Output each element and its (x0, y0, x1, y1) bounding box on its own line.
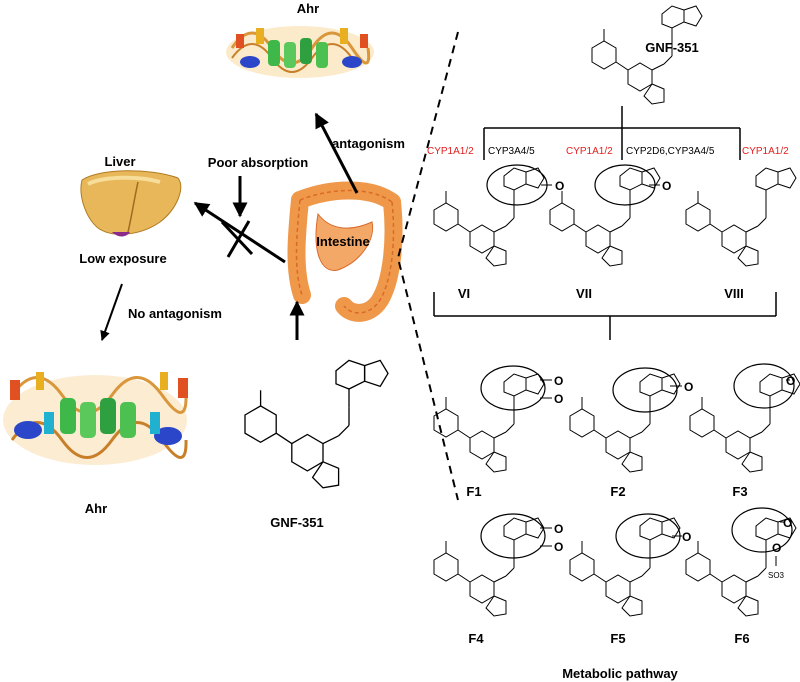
ahr-protein-bottom-image (3, 372, 188, 465)
metabolite-vi-o-atom: O (555, 179, 564, 193)
metabolite-f6-oxidation-circle (731, 507, 793, 553)
metabolite-f2-label: F2 (610, 484, 625, 499)
divider-dashed-line (396, 31, 459, 501)
metabolite-f3-structure (689, 373, 800, 473)
intestine-label: Intestine (316, 234, 369, 249)
metabolite-f1-oxidation-circle (480, 365, 546, 411)
metabolic-pathway-caption: Metabolic pathway (562, 666, 678, 681)
metabolite-vi-structure (433, 167, 545, 267)
metabolite-f5-label: F5 (610, 631, 625, 646)
low-exposure-label: Low exposure (79, 251, 166, 266)
poor-absorption-label: Poor absorption (208, 155, 308, 170)
block-cross-line-2 (226, 220, 251, 258)
enzyme-label-2: CYP3A4/5 (488, 146, 535, 157)
metabolite-f6-so3-group: SO3 (768, 571, 785, 580)
metabolite-f4-label: F4 (468, 631, 484, 646)
metabolite-vi-label: VI (458, 286, 470, 301)
ahr-bottom-label: Ahr (85, 501, 107, 516)
metabolite-f6-o-atom-2: O (772, 541, 781, 555)
gnf351-left-label: GNF-351 (270, 515, 323, 530)
metabolite-f6-o-atom-1: O (783, 516, 792, 530)
metabolite-f3-o-atom: O (786, 374, 795, 388)
enzyme-label-5: CYP1A1/2 (742, 146, 789, 157)
enzyme-label-4: CYP2D6,CYP3A4/5 (626, 146, 715, 157)
metabolite-viii-label: VIII (724, 286, 744, 301)
block-cross-line-1 (220, 220, 254, 256)
enzyme-label-1: CYP1A1/2 (427, 146, 474, 157)
gnf351-right-structure (591, 5, 703, 105)
gnf351-left-structure (244, 359, 389, 489)
metabolite-vii-label: VII (576, 286, 592, 301)
liver-label: Liver (104, 154, 135, 169)
metabolite-f5-oxidation-circle (615, 513, 681, 559)
metabolite-f4-o-atom-2: O (554, 540, 563, 554)
intestine-image (287, 181, 403, 322)
metabolite-f4-structure (433, 517, 545, 617)
metabolite-f6-label: F6 (734, 631, 749, 646)
metabolite-f1-structure (433, 373, 545, 473)
metabolite-f4-oxidation-circle (480, 513, 546, 559)
metabolite-vii-structure (549, 167, 661, 267)
metabolite-vii-o-atom: O (662, 179, 671, 193)
metabolite-f3-label: F3 (732, 484, 747, 499)
metabolite-f4-o-atom-1: O (554, 522, 563, 536)
metabolite-vi-oxidation-circle (486, 164, 548, 206)
metabolite-f5-structure (569, 517, 681, 617)
metabolite-viii-structure (685, 167, 797, 267)
ahr-protein-top-image (226, 26, 374, 78)
metabolite-f3-oxidation-circle (733, 363, 795, 409)
metabolite-f2-structure (569, 373, 681, 473)
metabolite-f1-label: F1 (466, 484, 481, 499)
metabolite-f2-o-atom: O (684, 380, 693, 394)
liver-image (80, 170, 182, 237)
antagonism-label: antagonism (332, 136, 405, 151)
no-antagonism-label: No antagonism (128, 306, 222, 321)
enzyme-label-3: CYP1A1/2 (566, 146, 613, 157)
metabolite-f1-o-atom-2: O (554, 392, 563, 406)
gnf351-right-label: GNF-351 (645, 40, 698, 55)
metabolite-f1-o-atom-1: O (554, 374, 563, 388)
metabolite-f6-structure (685, 517, 797, 617)
no-antagonism-arrow (100, 283, 123, 341)
to-liver-arrow (193, 201, 286, 264)
metabolite-f5-o-atom: O (682, 530, 691, 544)
antagonism-arrow (314, 112, 359, 194)
ahr-top-label: Ahr (297, 1, 319, 16)
metabolite-f2-oxidation-circle (612, 367, 678, 413)
